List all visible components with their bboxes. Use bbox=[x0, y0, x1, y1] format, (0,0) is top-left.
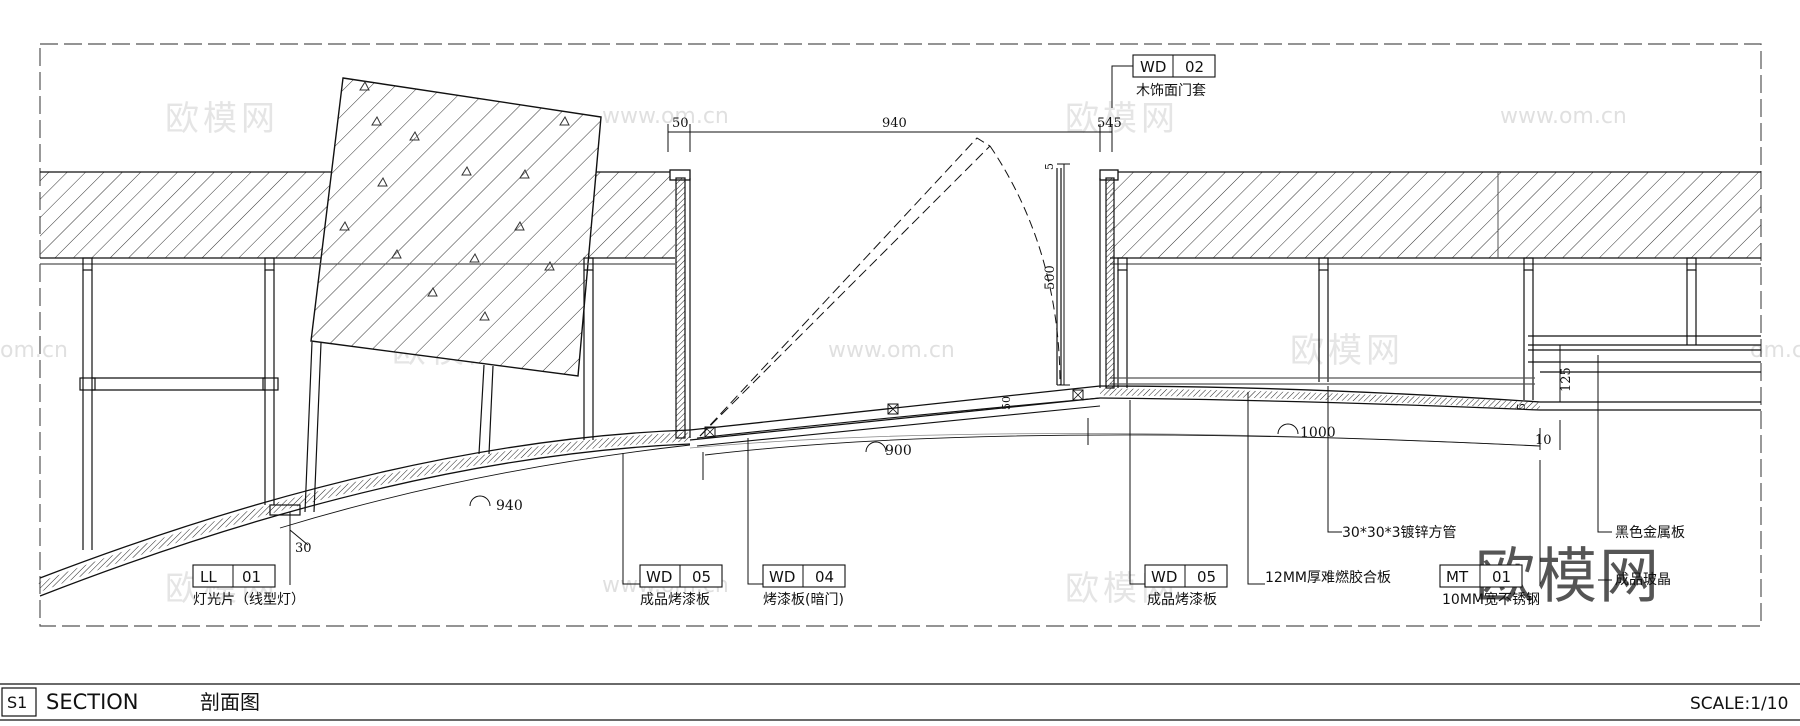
note-metal: 黑色金属板 bbox=[1615, 524, 1685, 541]
radius-1000: 1000 bbox=[1300, 425, 1336, 441]
drawing-frame bbox=[39, 43, 1762, 627]
title-cn: 剖面图 bbox=[200, 690, 260, 714]
title-id: S1 bbox=[7, 693, 27, 712]
watermark-brand: 欧模网 bbox=[1290, 331, 1404, 371]
tag-wd02-label: 木饰面门套 bbox=[1136, 83, 1206, 99]
tag-wd05b-code: WD bbox=[1151, 568, 1177, 586]
title-section: SECTION bbox=[46, 690, 139, 714]
watermark-url: www.om.cn bbox=[1500, 104, 1627, 129]
note-tube: 30*30*3镀锌方管 bbox=[1342, 524, 1457, 541]
dimension-lines bbox=[279, 124, 1568, 546]
door-swing bbox=[699, 137, 1061, 437]
dimension-labels: 50 940 545 500 5 50 125 5 10 30 940 900 … bbox=[295, 116, 1574, 556]
tag-wd05b-num: 05 bbox=[1197, 568, 1216, 586]
tag-wd04-code: WD bbox=[769, 568, 795, 586]
ceiling-slabs bbox=[40, 171, 1761, 259]
tag-ll01-code: LL bbox=[200, 568, 217, 586]
dim-5-right: 5 bbox=[1515, 403, 1528, 410]
note-plywood: 12MM厚难燃胶合板 bbox=[1265, 569, 1391, 586]
dim-50: 50 bbox=[672, 116, 689, 131]
dim-50-small: 50 bbox=[1000, 396, 1013, 410]
framing bbox=[40, 257, 1761, 550]
dim-125: 125 bbox=[1559, 367, 1574, 392]
watermark-brand: 欧模网 bbox=[165, 99, 279, 139]
dim-500: 500 bbox=[1043, 265, 1058, 290]
dim-30: 30 bbox=[295, 541, 312, 556]
radius-900: 900 bbox=[885, 443, 912, 459]
tag-mt01-code: MT bbox=[1446, 568, 1469, 586]
material-tags: WD 02 木饰面门套 LL 01 灯光片（线型灯） WD 05 成品烤漆板 W… bbox=[192, 54, 1540, 608]
dim-545: 545 bbox=[1097, 116, 1122, 131]
tag-wd05b-label: 成品烤漆板 bbox=[1147, 592, 1217, 608]
material-notes: 12MM厚难燃胶合板 30*30*3镀锌方管 黑色金属板 成品玻晶 bbox=[1265, 524, 1685, 588]
dim-5-top: 5 bbox=[1043, 163, 1056, 170]
dim-10: 10 bbox=[1535, 433, 1552, 448]
tag-wd04-label: 烤漆板(暗门) bbox=[763, 592, 844, 608]
watermark-url: www.om.cn bbox=[602, 104, 729, 129]
tag-wd05a-num: 05 bbox=[692, 568, 711, 586]
note-glass: 成品玻晶 bbox=[1615, 572, 1671, 588]
door-jambs bbox=[669, 168, 1119, 439]
tag-wd04-num: 04 bbox=[815, 568, 834, 586]
radius-940: 940 bbox=[496, 498, 523, 514]
tag-wd05a-code: WD bbox=[646, 568, 672, 586]
curved-ceiling bbox=[38, 385, 1541, 597]
dim-940-top: 940 bbox=[882, 116, 907, 131]
tag-mt01-num: 01 bbox=[1492, 568, 1511, 586]
watermark-url: om.cn bbox=[0, 338, 68, 363]
tag-ll01-label: 灯光片（线型灯） bbox=[193, 592, 305, 608]
tag-wd02-num: 02 bbox=[1185, 58, 1204, 76]
title-scale: SCALE:1/10 bbox=[1690, 694, 1788, 714]
tag-wd05a-label: 成品烤漆板 bbox=[640, 592, 710, 608]
concrete-beam bbox=[310, 77, 602, 377]
watermark-brand: 欧模网 bbox=[1065, 99, 1179, 139]
tag-wd02-code: WD bbox=[1140, 58, 1166, 76]
title-block: S1 SECTION 剖面图 SCALE:1/10 bbox=[0, 683, 1800, 721]
watermark-url: www.om.cn bbox=[828, 338, 955, 363]
tag-ll01-num: 01 bbox=[242, 568, 261, 586]
tag-mt01-label: 10MM宽不锈钢 bbox=[1442, 591, 1540, 608]
